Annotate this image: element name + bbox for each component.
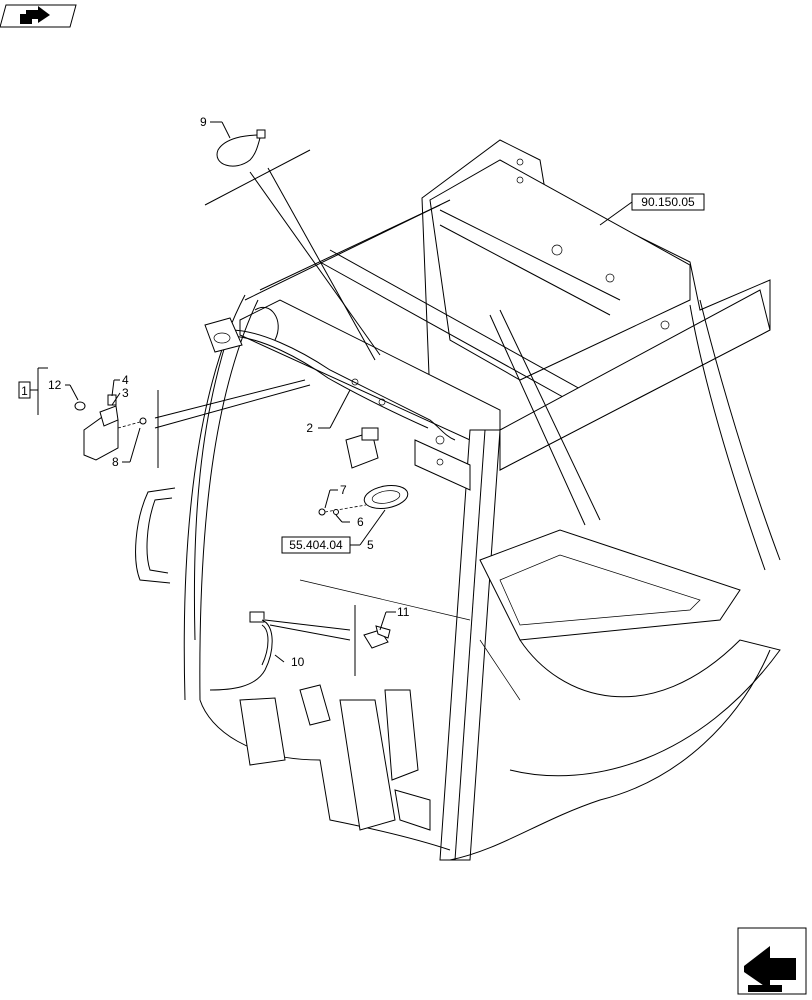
callout-10: 10	[291, 655, 305, 669]
reference-box-roof-frame[interactable]: 90.150.05	[631, 193, 705, 211]
part-2-work-lamp	[345, 427, 379, 469]
part-11-clip	[363, 625, 391, 649]
part-5-marker-lamp	[318, 485, 409, 516]
callout-8: 8	[112, 455, 119, 469]
back-arrow-icon	[20, 6, 50, 24]
forward-arrow-icon	[744, 946, 796, 992]
reference-box-lamp-group[interactable]: 55.404.04	[281, 536, 351, 554]
callout-9: 9	[200, 115, 207, 129]
callout-11: 11	[397, 605, 410, 619]
leader-lines	[30, 121, 633, 676]
reference-label: 90.150.05	[641, 195, 695, 209]
nav-frame	[737, 927, 807, 995]
part-9-loop-harness	[216, 129, 266, 167]
nav-frame	[0, 4, 77, 28]
reference-label: 55.404.04	[289, 538, 343, 552]
roof-wiring-harness	[229, 306, 456, 445]
callout-1: 1	[21, 384, 28, 398]
part-1-lamp-assembly	[74, 394, 147, 461]
left-lamp-housing	[204, 317, 243, 353]
callout-2: 2	[306, 421, 313, 435]
cab-frame-drawing	[135, 139, 781, 861]
prev-page-button[interactable]	[0, 4, 77, 28]
callout-7: 7	[340, 483, 347, 497]
callout-labels: 1 2 3 4 5 6 7 8 9 10 11 12	[21, 115, 410, 669]
callout-6: 6	[357, 515, 364, 529]
callout-1-box	[18, 381, 31, 399]
callout-5: 5	[367, 538, 374, 552]
callout-4: 4	[122, 373, 129, 387]
callout-12: 12	[48, 378, 62, 392]
callout-3: 3	[122, 386, 129, 400]
part-10-harness	[209, 611, 273, 691]
next-page-button[interactable]	[737, 927, 807, 995]
right-mount-plate	[414, 439, 471, 491]
